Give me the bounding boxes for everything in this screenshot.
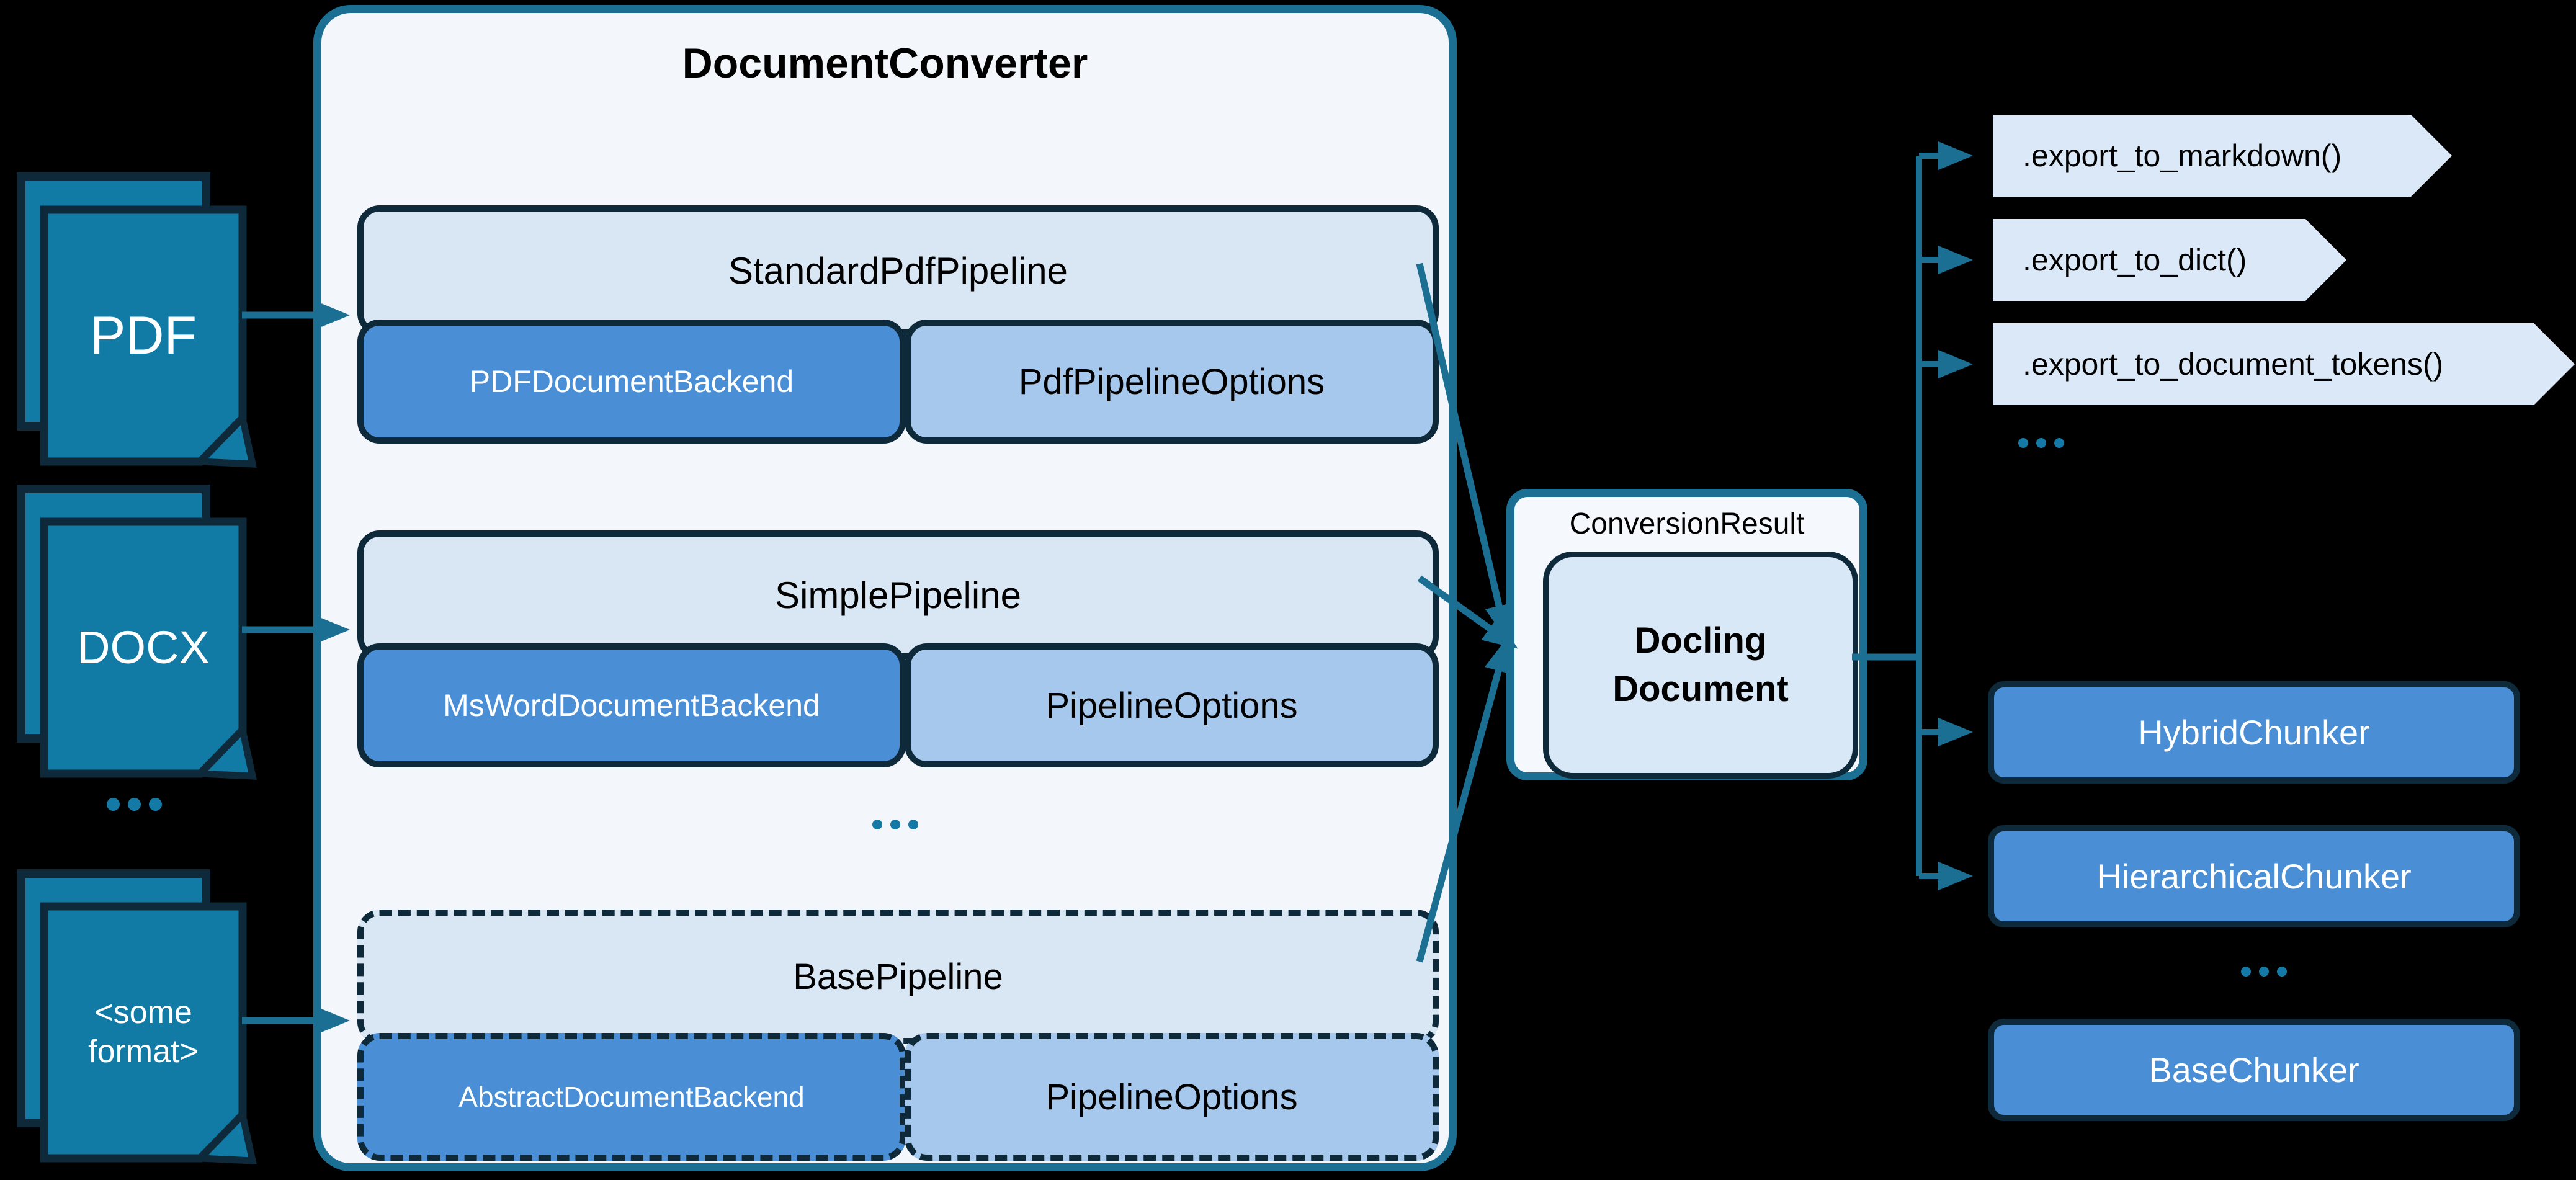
pipeline-standard-pdf: StandardPdfPipeline: [357, 205, 1439, 336]
base-chunker-box: BaseChunker: [1988, 1019, 2520, 1121]
inputs-ellipsis: [107, 798, 162, 811]
input-label: <some format>: [88, 994, 199, 1070]
backend-abstract-document: AbstractDocumentBackend: [357, 1033, 906, 1161]
export-to-markdown-chevron: .export_to_markdown(): [1993, 115, 2452, 197]
dot: [908, 820, 918, 829]
dot: [2018, 438, 2028, 448]
dot: [890, 820, 900, 829]
input-docx: DOCX: [16, 483, 259, 780]
docling-document-label: Docling Document: [1612, 620, 1789, 709]
document-stack-icon: [17, 172, 257, 468]
document-stack-icon: [17, 869, 257, 1164]
dot: [107, 798, 120, 811]
dot: [149, 798, 162, 811]
dot: [2277, 967, 2287, 977]
dot: [128, 798, 141, 811]
dot: [2054, 438, 2064, 448]
panel-title: DocumentConverter: [682, 40, 1088, 87]
pipeline-simple: SimplePipeline: [357, 530, 1439, 659]
dot: [2241, 967, 2251, 977]
pipeline-base: BasePipeline: [357, 910, 1439, 1044]
export-to-document-tokens-chevron: .export_to_document_tokens(): [1993, 323, 2575, 405]
exports-ellipsis: [2018, 438, 2064, 448]
input-pdf: PDF: [16, 171, 259, 468]
docling-document-box: Docling Document: [1543, 552, 1858, 779]
hierarchical-chunker-box: HierarchicalChunker: [1988, 825, 2520, 927]
input-some-format: <some format>: [16, 868, 259, 1164]
options-base-pipeline: PipelineOptions: [905, 1033, 1439, 1161]
hybrid-chunker-box: HybridChunker: [1988, 681, 2520, 784]
dot: [872, 820, 882, 829]
dot: [2259, 967, 2269, 977]
dot: [2036, 438, 2046, 448]
backend-pdf-document: PDFDocumentBackend: [357, 320, 906, 444]
export-to-dict-chevron: .export_to_dict(): [1993, 219, 2346, 301]
input-label: PDF: [90, 305, 197, 365]
input-label: DOCX: [77, 621, 210, 673]
options-pdf-pipeline: PdfPipelineOptions: [905, 320, 1439, 444]
conversion-result-label: ConversionResult: [1569, 507, 1805, 540]
options-pipeline: PipelineOptions: [905, 643, 1439, 767]
document-converter-panel: DocumentConverter StandardPdfPipeline PD…: [313, 5, 1457, 1171]
conversion-result-box: ConversionResult Docling Document: [1506, 489, 1867, 780]
chunkers-ellipsis: [2241, 967, 2287, 977]
backend-msword-document: MsWordDocumentBackend: [357, 643, 906, 767]
converter-ellipsis: [872, 820, 918, 829]
document-stack-icon: [17, 485, 257, 780]
